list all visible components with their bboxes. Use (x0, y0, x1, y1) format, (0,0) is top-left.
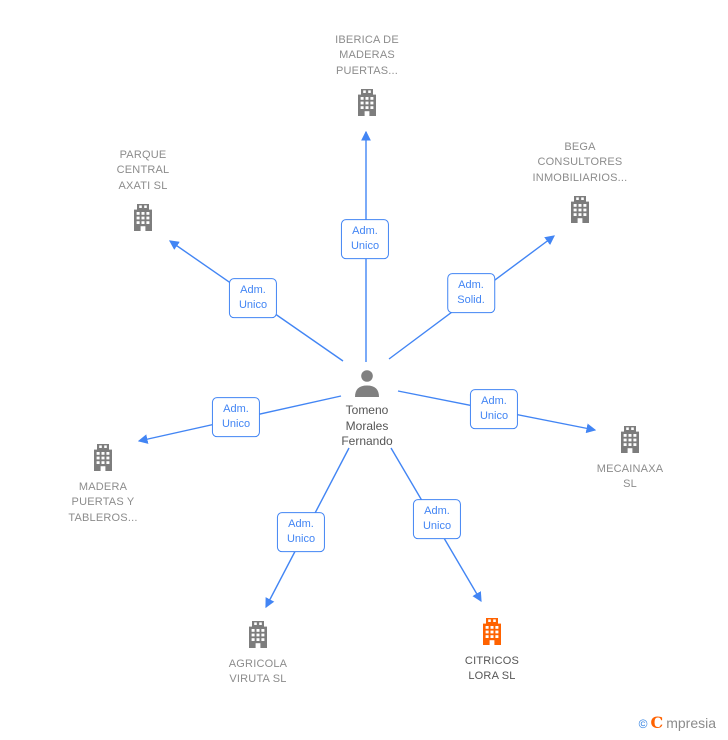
company-label: CITRICOS LORA SL (464, 655, 520, 683)
company-node-mecainaxa[interactable]: MECAINAXA SL (594, 423, 666, 493)
building-icon (614, 423, 646, 455)
brand-text: mpresia (666, 715, 716, 731)
company-label: BEGA CONSULTORES INMOBILIARIOS... (532, 141, 628, 184)
building-icon (127, 201, 159, 233)
person-node[interactable]: Tomeno Morales Fernando (337, 367, 397, 450)
company-node-iberica[interactable]: IBERICA DE MADERAS PUERTAS... (325, 33, 409, 118)
relationship-badge[interactable]: Adm. Unico (211, 397, 261, 437)
building-icon (564, 193, 596, 225)
building-icon (351, 86, 383, 118)
company-label: AGRICOLA VIRUTA SL (228, 658, 288, 686)
person-name: Tomeno Morales Fernando (341, 403, 393, 449)
relationship-badge[interactable]: Adm. Unico (469, 389, 519, 429)
copyright-symbol: © (638, 717, 648, 731)
company-node-bega[interactable]: BEGA CONSULTORES INMOBILIARIOS... (530, 140, 630, 225)
company-label: MADERA PUERTAS Y TABLEROS... (68, 481, 138, 524)
building-icon (476, 615, 508, 647)
company-node-citricos[interactable]: CITRICOS LORA SL (460, 615, 524, 685)
brand-initial: C (650, 713, 664, 732)
company-label: MECAINAXA SL (596, 463, 664, 491)
relationship-badge[interactable]: Adm. Unico (228, 278, 278, 318)
company-node-madera[interactable]: MADERA PUERTAS Y TABLEROS... (65, 441, 141, 526)
building-icon (87, 441, 119, 473)
company-label: PARQUE CENTRAL AXATI SL (116, 149, 170, 192)
company-node-agricola[interactable]: AGRICOLA VIRUTA SL (225, 618, 291, 688)
building-icon (242, 618, 274, 650)
relationship-badge[interactable]: Adm. Unico (276, 512, 326, 552)
relationship-badge[interactable]: Adm. Unico (412, 499, 462, 539)
person-icon (351, 367, 383, 399)
company-label: IBERICA DE MADERAS PUERTAS... (335, 34, 399, 77)
empresia-logo[interactable]: © C mpresia (639, 713, 716, 732)
relationship-badge[interactable]: Adm. Solid. (447, 273, 495, 313)
relationship-badge[interactable]: Adm. Unico (340, 219, 390, 259)
company-node-parque[interactable]: PARQUE CENTRAL AXATI SL (108, 148, 178, 233)
